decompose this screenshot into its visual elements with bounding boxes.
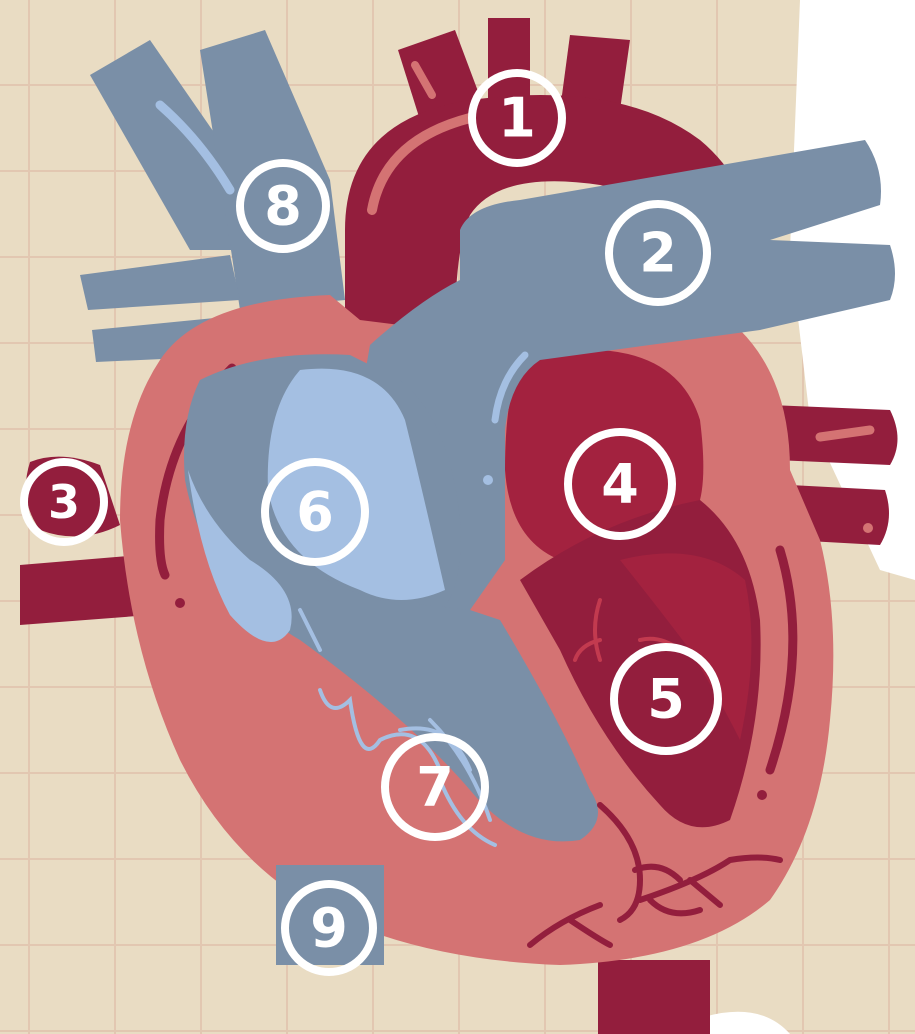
label-1-text: 1 — [498, 87, 536, 150]
descending-aorta — [598, 960, 710, 1034]
label-4-text: 4 — [601, 453, 639, 516]
label-9-text: 9 — [310, 897, 348, 960]
label-6-text: 6 — [296, 481, 334, 544]
label-7-text: 7 — [416, 756, 454, 819]
label-2-text: 2 — [639, 222, 677, 285]
label-8-text: 8 — [264, 175, 302, 238]
label-5-text: 5 — [647, 668, 685, 731]
label-3-text: 3 — [48, 475, 80, 529]
